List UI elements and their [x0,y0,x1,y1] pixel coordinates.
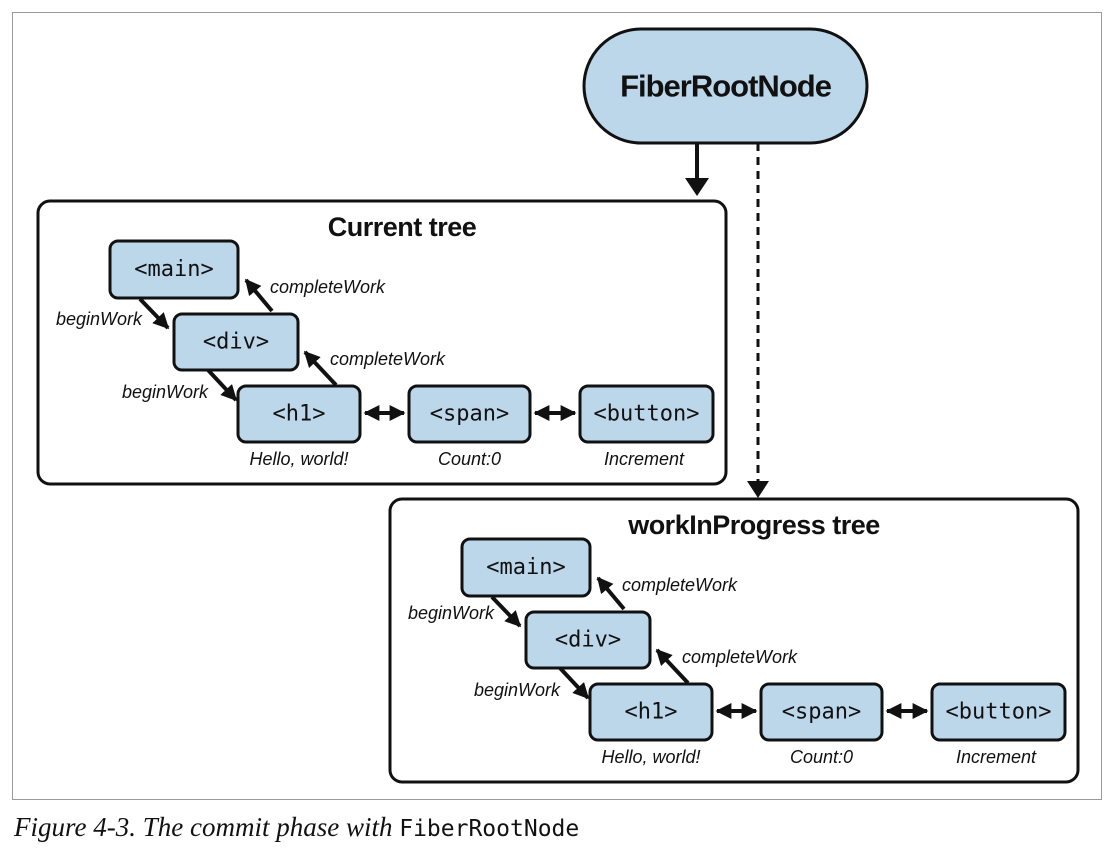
current-begin-work-label-2: beginWork [122,382,209,402]
current-tree-frame [36,199,728,486]
current-begin-work-label-1: beginWork [56,309,143,329]
figure-caption-text: Figure 4-3. The commit phase with [14,812,400,842]
wip-complete-work-arrow-1 [596,576,626,611]
root-node [582,27,869,145]
wip-span-node [759,682,884,742]
current-span-caption: Count:0 [438,449,501,469]
current-complete-work-label-2: completeWork [330,349,446,369]
current-span-node-label: <span> [430,402,509,427]
wip-button-caption: Increment [956,747,1037,767]
wip-h1-caption: Hello, world! [601,747,700,767]
wip-main-node [460,537,592,598]
wip-begin-work-arrow-1 [490,595,522,628]
figure-caption: Figure 4-3. The commit phase with FiberR… [14,812,579,843]
current-div-node [172,312,300,372]
wip-span-node-label: <span> [782,700,861,725]
current-h1-node [236,384,362,444]
wip-button-node-label: <button> [946,700,1052,725]
current-h1-caption: Hello, world! [249,449,348,469]
current-main-node [108,239,240,300]
wip-begin-work-label-1: beginWork [408,603,495,623]
figure-caption-code: FiberRootNode [399,816,580,842]
current-main-node-label: <main> [134,257,213,282]
wip-h1-node-label: <h1> [625,700,678,725]
current-span-node [407,384,532,444]
wip-span-caption: Count:0 [790,747,853,767]
wip-complete-work-label-2: completeWork [682,647,798,667]
wip-div-node [524,610,652,670]
wip-h1-node [588,682,714,742]
wip-complete-work-arrow-2 [655,648,690,685]
root-current-arrowhead [685,178,709,196]
root-wip-arrowhead [747,481,769,498]
wip-tree-title: workInProgress tree [627,510,880,540]
current-complete-work-label-1: completeWork [270,277,386,297]
current-complete-work-arrow-2 [303,350,338,387]
wip-tree-frame [388,497,1080,784]
root-node-label: FiberRootNode [620,69,832,104]
current-tree: Current tree <main> <div> <h1> <span> <b… [36,199,728,486]
wip-complete-work-label-1: completeWork [622,575,738,595]
current-div-node-label: <div> [203,330,269,355]
wip-begin-work-arrow-2 [558,666,590,700]
current-button-node-label: <button> [594,402,700,427]
current-h1-node-label: <h1> [273,402,326,427]
wip-button-node [930,682,1067,742]
wip-tree: workInProgress tree <main> <div> <h1> <s… [388,497,1080,784]
current-tree-title: Current tree [328,212,477,242]
current-begin-work-arrow-2 [206,368,238,402]
wip-main-node-label: <main> [486,555,565,580]
wip-div-node-label: <div> [555,628,621,653]
current-button-caption: Increment [604,449,685,469]
current-complete-work-arrow-1 [244,278,274,313]
wip-begin-work-label-2: beginWork [474,680,561,700]
current-button-node [578,384,715,444]
current-begin-work-arrow-1 [138,297,170,330]
